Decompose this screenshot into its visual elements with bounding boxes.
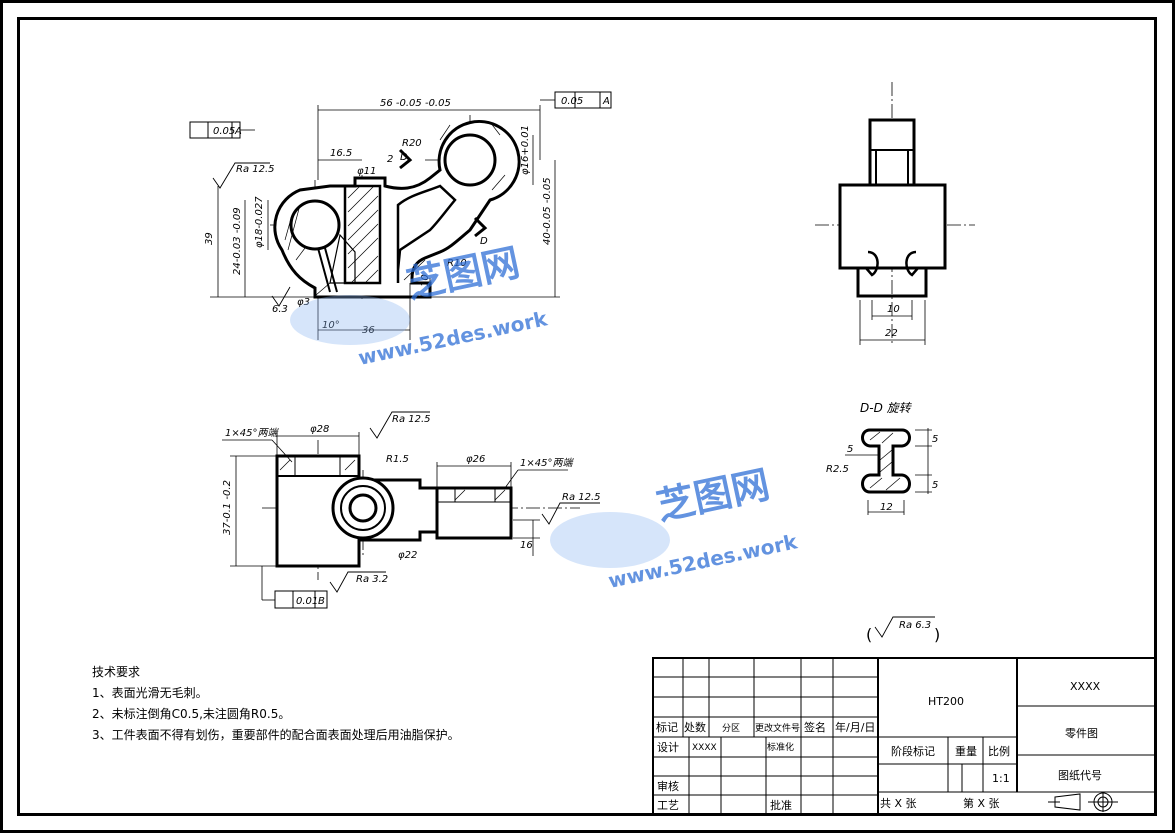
top-dim-phi22: φ22 [398, 550, 417, 561]
roughness-6-3: 6.3 [272, 304, 288, 315]
requirement-item: 1、表面光滑无毛刺。 [92, 686, 208, 700]
gdt-value: 0.05 [213, 126, 235, 137]
standardize-label: 标准化 [767, 741, 794, 753]
dim-phi18: φ18-0.027 [254, 196, 265, 248]
dim-10deg: 10° [322, 320, 340, 331]
dim-2: 2 [387, 154, 393, 165]
requirements-title: 技术要求 [92, 665, 141, 679]
sheet-number: 第 X 张 [963, 796, 1000, 810]
top-gdt-value: 0.01 [296, 596, 318, 607]
svg-text:): ) [934, 625, 940, 644]
watermark-logo-text-2: 芝图网 [653, 462, 774, 529]
date-label: 年/月/日 [835, 720, 875, 734]
top-dim-16: 16 [520, 540, 533, 551]
top-dim-phi28: φ28 [310, 424, 329, 435]
title-block [652, 657, 1156, 815]
design-label: 设计 [657, 741, 679, 754]
review-label: 审核 [657, 779, 679, 793]
top-view-dims: 1×45°两端 φ28 Ra 12.5 R1.5 φ26 1×45°两端 Ra … [222, 414, 601, 607]
count-label: 处数 [684, 721, 706, 734]
side-dim-10: 10 [887, 304, 900, 315]
section-dim-5b: 5 [847, 444, 853, 455]
dim-16-5: 16.5 [330, 148, 352, 159]
dim-phi11: φ11 [357, 166, 376, 177]
top-roughness-2: Ra 12.5 [562, 492, 601, 503]
top-roughness-3: Ra 3.2 [356, 574, 388, 585]
top-gdt-datum-b: B [318, 596, 325, 607]
dim-r10: R10 [447, 258, 467, 269]
side-view [815, 82, 975, 345]
section-mark-d: D [400, 152, 408, 163]
gdt-value-2: 0.05 [561, 96, 583, 107]
section-dim-r2-5: R2.5 [826, 464, 849, 475]
section-mark-d2: D [480, 236, 488, 247]
top-dim-37: 37-0.1 -0.2 [222, 480, 233, 535]
svg-text:(: ( [866, 625, 872, 644]
section-dim-5c: 5 [932, 480, 938, 491]
section-view [845, 428, 932, 515]
inner-border [17, 17, 1157, 816]
title-block-text: HT200 XXXX 零件图 图纸代号 阶段标记 重量 比例 1:1 共 X 张… [656, 680, 1102, 812]
material-value: HT200 [928, 695, 964, 708]
section-title: D-D 旋转 [860, 401, 913, 415]
scale-value: 1:1 [992, 772, 1010, 785]
general-roughness-value: Ra 6.3 [899, 620, 931, 631]
top-dim-chamfer: 1×45°两端 [225, 427, 279, 439]
top-dim-r1-5: R1.5 [386, 454, 409, 465]
drawing-code: 图纸代号 [1058, 769, 1102, 782]
company-name: XXXX [1070, 680, 1101, 693]
side-dim-22: 22 [885, 328, 898, 339]
designer-name: XXXX [692, 743, 717, 753]
top-dim-phi26: φ26 [466, 454, 485, 465]
top-roughness-1: Ra 12.5 [392, 414, 431, 425]
top-view [222, 411, 600, 609]
stage-mark-label: 阶段标记 [891, 744, 935, 758]
technical-requirements: 技术要求 1、表面光滑无毛刺。 2、未标注倒角C0.5,未注圆角R0.5。 3、… [92, 662, 460, 746]
roughness-ra-12-5: Ra 12.5 [236, 164, 275, 175]
dim-phi3: φ3 [297, 297, 310, 308]
drawing-name: 零件图 [1065, 727, 1098, 740]
scale-label: 比例 [988, 744, 1010, 758]
process-label: 工艺 [657, 799, 679, 812]
weight-label: 重量 [955, 744, 977, 758]
gdt-datum-a: A [234, 126, 242, 137]
total-sheets: 共 X 张 [880, 797, 917, 810]
approve-label: 批准 [770, 798, 792, 812]
requirement-item: 3、工件表面不得有划伤，重要部件的配合面表面处理后用油脂保护。 [92, 728, 460, 742]
dim-10: 10 [420, 274, 431, 287]
dim-56: 56 -0.05 -0.05 [380, 98, 451, 109]
requirement-item: 2、未标注倒角C0.5,未注圆角R0.5。 [92, 707, 291, 721]
dim-36: 36 [362, 325, 375, 336]
dim-phi16: φ16+0.01 [520, 125, 531, 175]
general-roughness: ( Ra 6.3 ) [866, 616, 940, 644]
front-view-dims: 56 -0.05 -0.05 16.5 R20 2 D φ11 39 24-0.… [204, 96, 610, 336]
zone-label: 分区 [722, 723, 740, 734]
dim-r20: R20 [402, 138, 422, 149]
section-dim-12: 12 [880, 502, 893, 513]
gdt-datum-a-2: A [602, 96, 610, 107]
mark-label: 标记 [656, 720, 678, 734]
front-view [189, 91, 612, 340]
top-dim-chamfer-2: 1×45°两端 [520, 457, 574, 469]
signature-label: 签名 [804, 720, 826, 734]
dim-40: 40-0.05 -0.05 [542, 177, 553, 245]
dim-39: 39 [204, 232, 215, 245]
watermark-2: 芝图网 www.52des.work [550, 462, 800, 593]
section-dim-5a: 5 [932, 434, 938, 445]
change-doc-label: 更改文件号 [755, 722, 800, 734]
dim-24: 24-0.03 -0.09 [232, 207, 243, 275]
